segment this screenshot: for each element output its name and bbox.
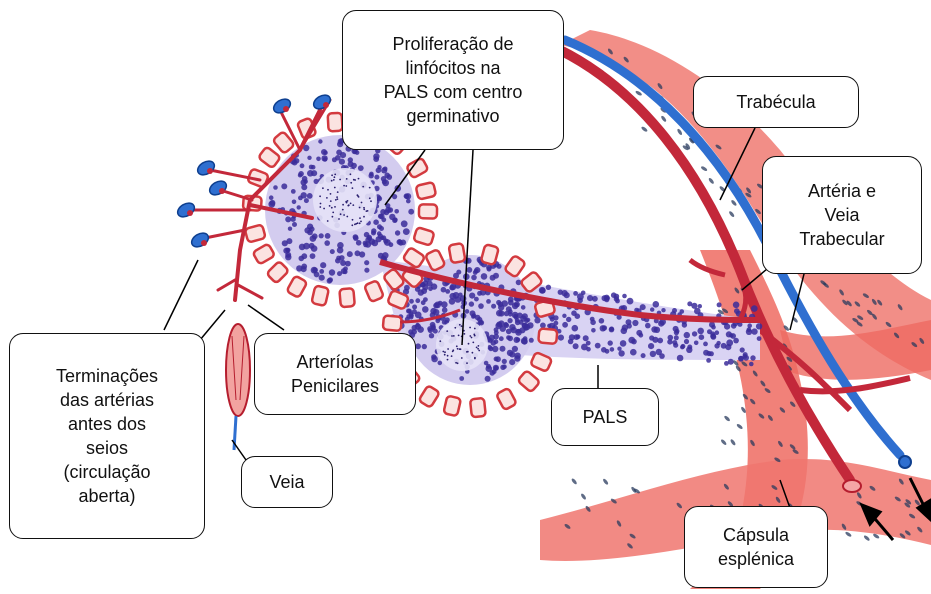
- label-capsula-esplenica: Cápsula esplénica: [684, 506, 828, 588]
- label-arteriolas-penicilares: Arteríolas Penicilares: [254, 333, 416, 415]
- label-terminacoes: Terminações das artérias antes dos seios…: [9, 333, 205, 539]
- label-pals: PALS: [551, 388, 659, 446]
- small-vein: [226, 324, 250, 450]
- label-arteria-veia-trabecular: Artéria e Veia Trabecular: [762, 156, 922, 274]
- label-trabecula: Trabécula: [693, 76, 859, 128]
- label-proliferacao: Proliferação de linfócitos na PALS com c…: [342, 10, 564, 150]
- label-veia: Veia: [241, 456, 333, 508]
- germinal-center: [313, 168, 377, 232]
